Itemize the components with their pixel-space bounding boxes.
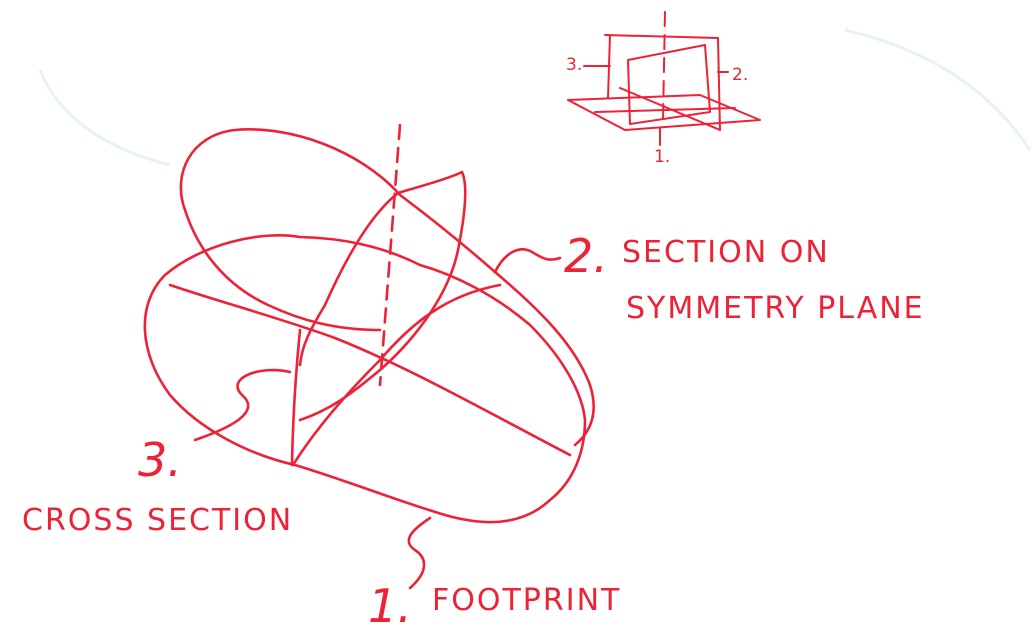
symmetry-section-left (298, 191, 400, 367)
label-footprint-number: 1. (368, 579, 412, 633)
paper-smudge-right (844, 28, 1032, 151)
inset-vertical-plane (604, 34, 721, 131)
paper-smudge-left (38, 69, 171, 167)
upper-blob-outline (179, 128, 402, 332)
label-cross-number: 3. (138, 433, 182, 487)
label-footprint-text: FOOTPRINT (432, 583, 621, 618)
inset-base-line-2 (619, 87, 721, 131)
upper-blob-right (398, 193, 595, 447)
footprint-short-axis (291, 283, 502, 467)
symmetry-section-right (298, 170, 467, 422)
inset-sketch (567, 11, 761, 146)
footprint-long-axis (168, 283, 572, 457)
inset-label-1: 1. (654, 147, 670, 167)
leader-footprint (407, 516, 432, 590)
inset-label-2: 2. (732, 65, 748, 85)
symmetry-axis-dashed (378, 123, 402, 387)
label-section-number: 2. (564, 229, 608, 283)
label-section-line1: SECTION ON (622, 235, 830, 270)
leader-cross (193, 368, 292, 442)
inset-cross-plane (627, 44, 711, 125)
footprint-outline (143, 234, 587, 524)
inset-label-3: 3. (566, 55, 582, 75)
inset-axis (662, 11, 666, 121)
label-section-line2: SYMMETRY PLANE (626, 291, 925, 326)
inset-base-plane (567, 94, 761, 131)
label-cross-text: CROSS SECTION (22, 503, 293, 538)
inset-base-line-1 (594, 107, 736, 113)
cross-section-stroke (290, 328, 302, 467)
leader-section (493, 248, 562, 274)
